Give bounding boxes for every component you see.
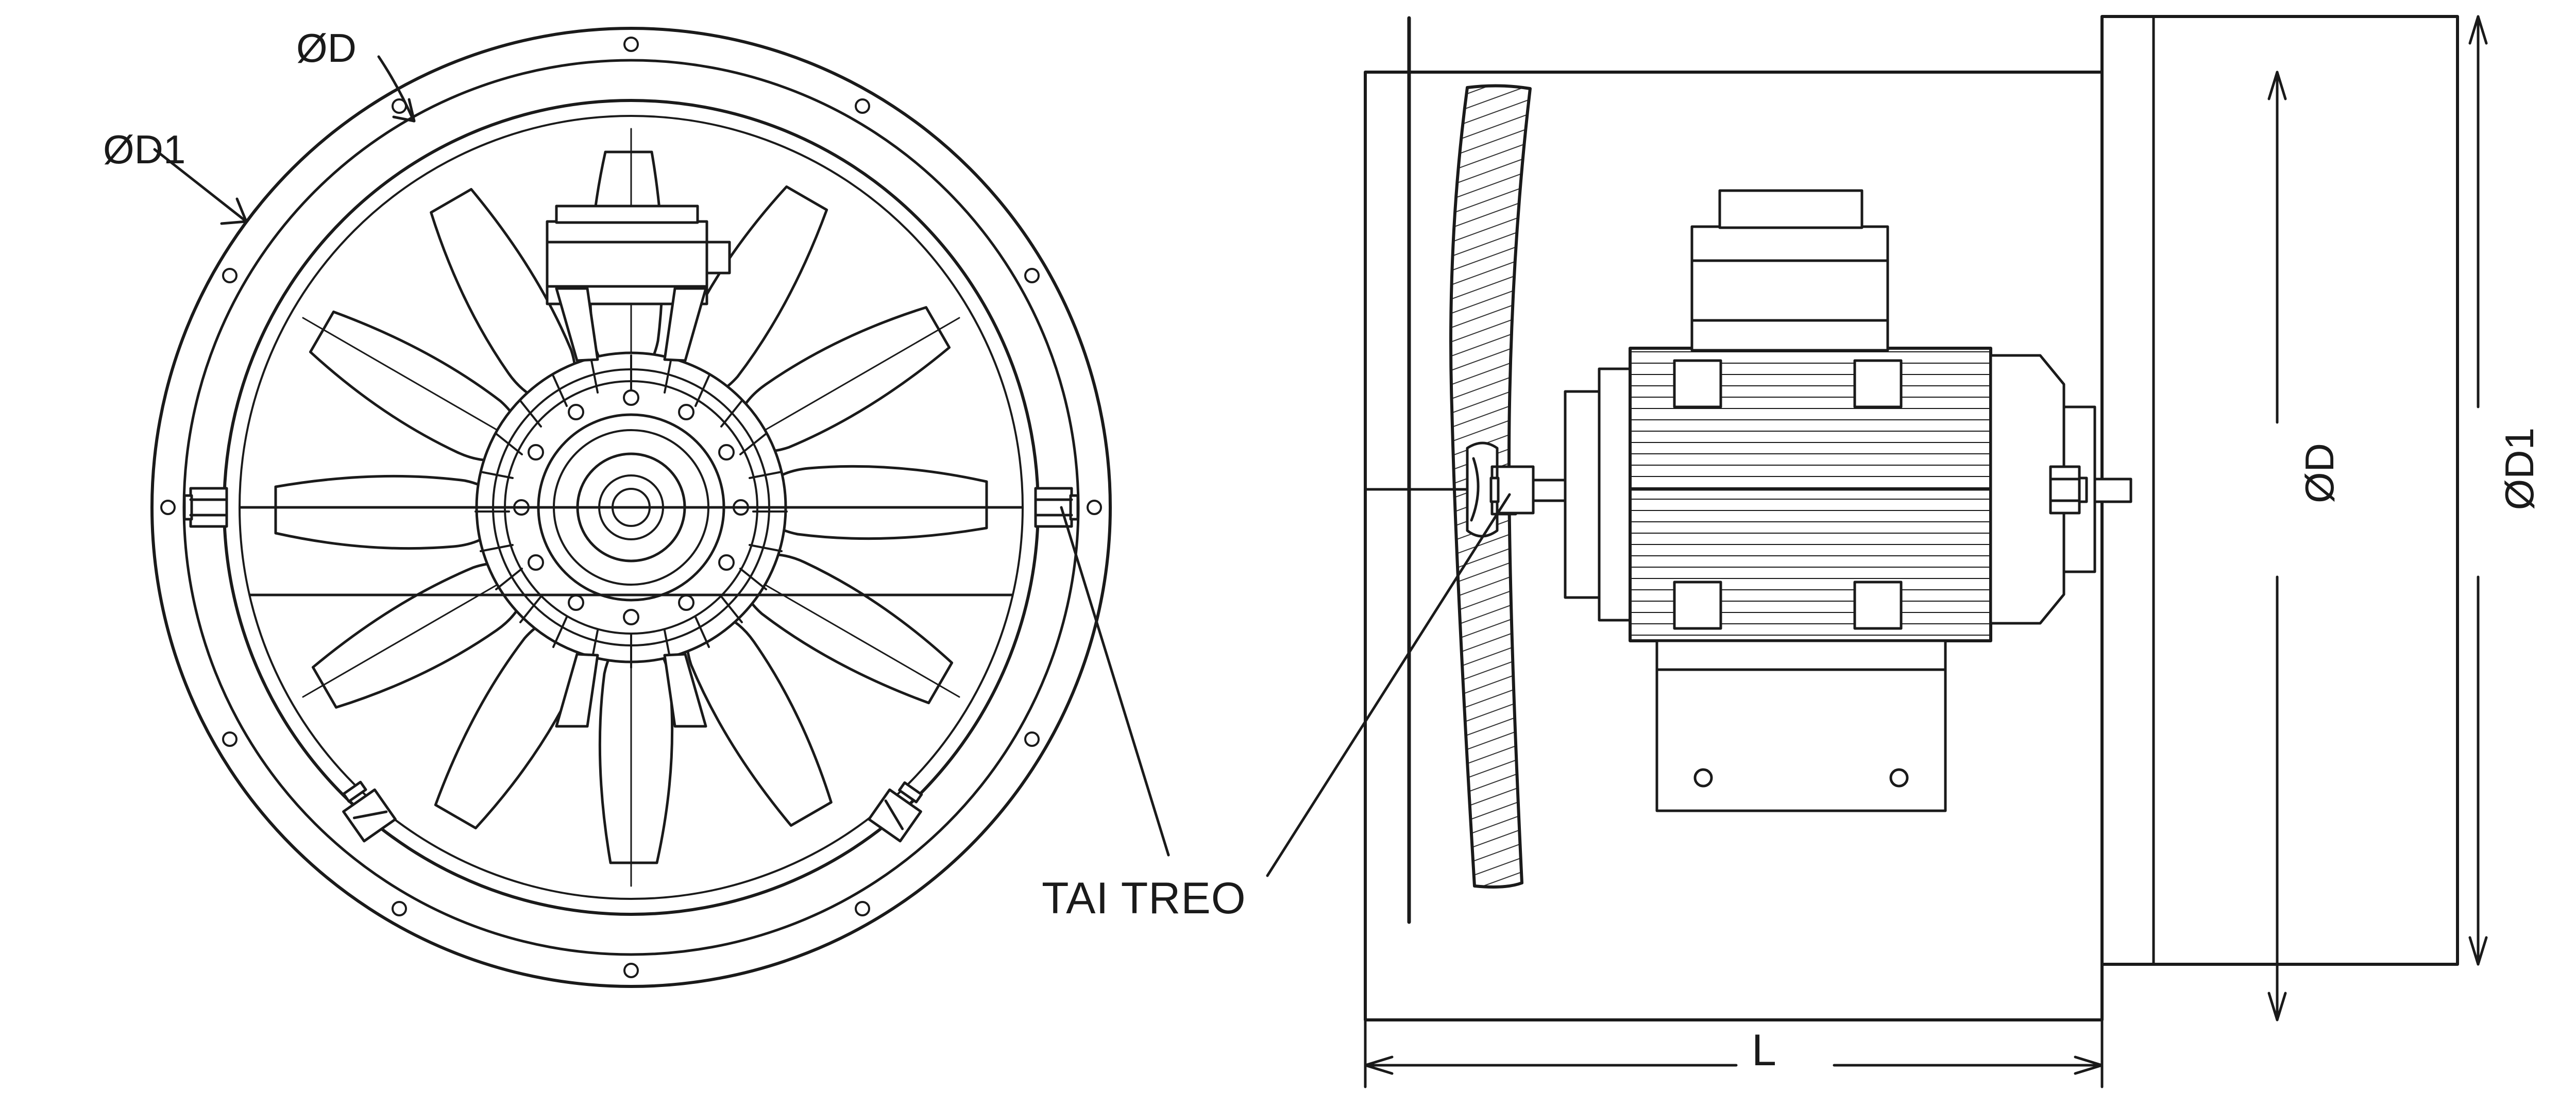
outer-flange-circle	[150, 27, 1112, 988]
mounting-bracket-side	[1489, 465, 1535, 515]
duct-outline-side	[2100, 15, 2459, 966]
leader-lines-front	[153, 55, 416, 225]
leader-line-d1	[153, 148, 248, 223]
label-side-diameter-d1: ØD1	[2497, 428, 2542, 510]
leader-line-tai-treo-right	[1266, 493, 1511, 877]
mounting-bracket-side-right	[2049, 465, 2088, 515]
front-view-group	[150, 27, 1170, 988]
hub-fins	[474, 354, 788, 669]
label-side-diameter-d: ØD	[2297, 443, 2342, 503]
label-length-l: L	[1752, 1026, 1776, 1075]
dimension-l	[1364, 1018, 2104, 1088]
mounting-bracket	[868, 781, 923, 843]
mount-rails	[240, 506, 1023, 596]
side-view-group	[1266, 15, 2488, 1088]
hub-spider-arms	[555, 287, 707, 728]
leader-line-d	[377, 55, 415, 123]
motor-side	[1564, 189, 2132, 812]
side-appendage-front	[963, 190, 1021, 269]
label-tai-treo: TAI TREO	[1042, 874, 1246, 923]
mounting-bracket	[183, 487, 228, 528]
label-diameter-d: ØD	[296, 25, 357, 71]
mounting-bracket	[342, 780, 397, 843]
dimension-diameter-side	[2267, 15, 2488, 1021]
flange-bolt-holes	[160, 37, 1102, 978]
mounting-bracket	[1034, 487, 1079, 528]
leader-line-tai-treo-left	[1060, 506, 1170, 857]
label-diameter-d1: ØD1	[103, 127, 186, 172]
